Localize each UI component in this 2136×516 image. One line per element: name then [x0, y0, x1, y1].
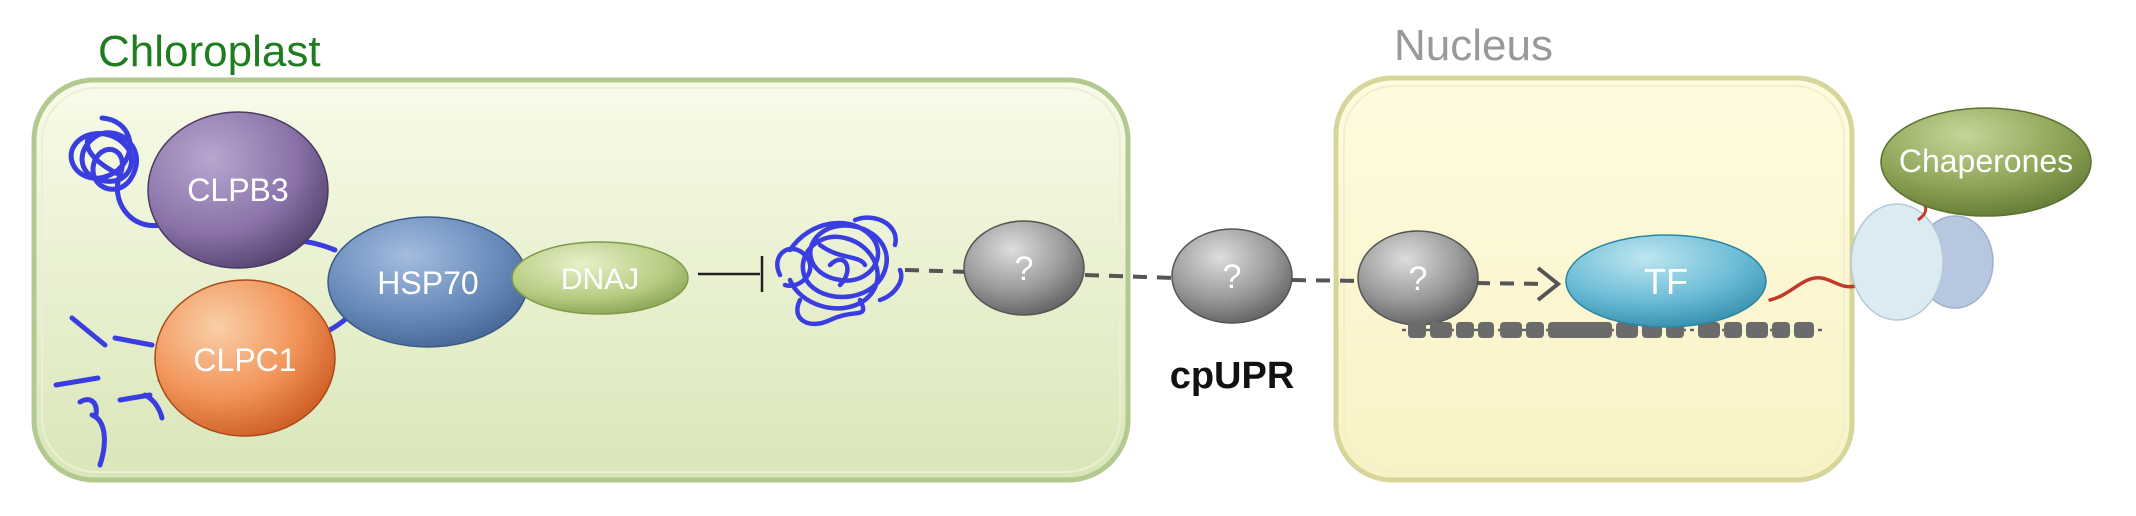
activation-arrowhead	[1536, 266, 1562, 302]
unknown-signal-3-label: ?	[1409, 260, 1428, 298]
ribosome	[1850, 203, 1994, 321]
unknown-signal-2: ?	[1171, 228, 1293, 324]
tf-protein: TF	[1565, 234, 1767, 328]
clpc1-protein: CLPC1	[154, 279, 336, 437]
inhibition-arrow	[698, 256, 764, 292]
unknown-signal-1: ?	[963, 220, 1085, 316]
hsp70-label: HSP70	[377, 265, 478, 301]
dna-strand	[1402, 322, 1822, 338]
tf-label: TF	[1644, 261, 1688, 302]
nucleus-title: Nucleus	[1394, 21, 1553, 70]
clpb3-label: CLPB3	[187, 172, 288, 208]
unknown-signal-3: ?	[1357, 230, 1479, 326]
chaperones-label: Chaperones	[1899, 143, 2073, 179]
chloroplast-title: Chloroplast	[98, 27, 321, 76]
hsp70-protein: HSP70	[327, 216, 529, 348]
aggregated-protein	[775, 215, 904, 327]
clpb3-protein: CLPB3	[147, 111, 329, 269]
signaling-dashed-arrows	[904, 268, 1549, 286]
clpc1-label: CLPC1	[193, 342, 296, 378]
chaperones-protein: Chaperones	[1880, 107, 2092, 217]
cpupr-label: cpUPR	[1170, 355, 1295, 397]
dnaj-protein: DNAJ	[511, 241, 689, 315]
unknown-signal-1-label: ?	[1015, 250, 1034, 288]
dnaj-label: DNAJ	[561, 263, 639, 296]
unknown-signal-2-label: ?	[1223, 258, 1242, 296]
